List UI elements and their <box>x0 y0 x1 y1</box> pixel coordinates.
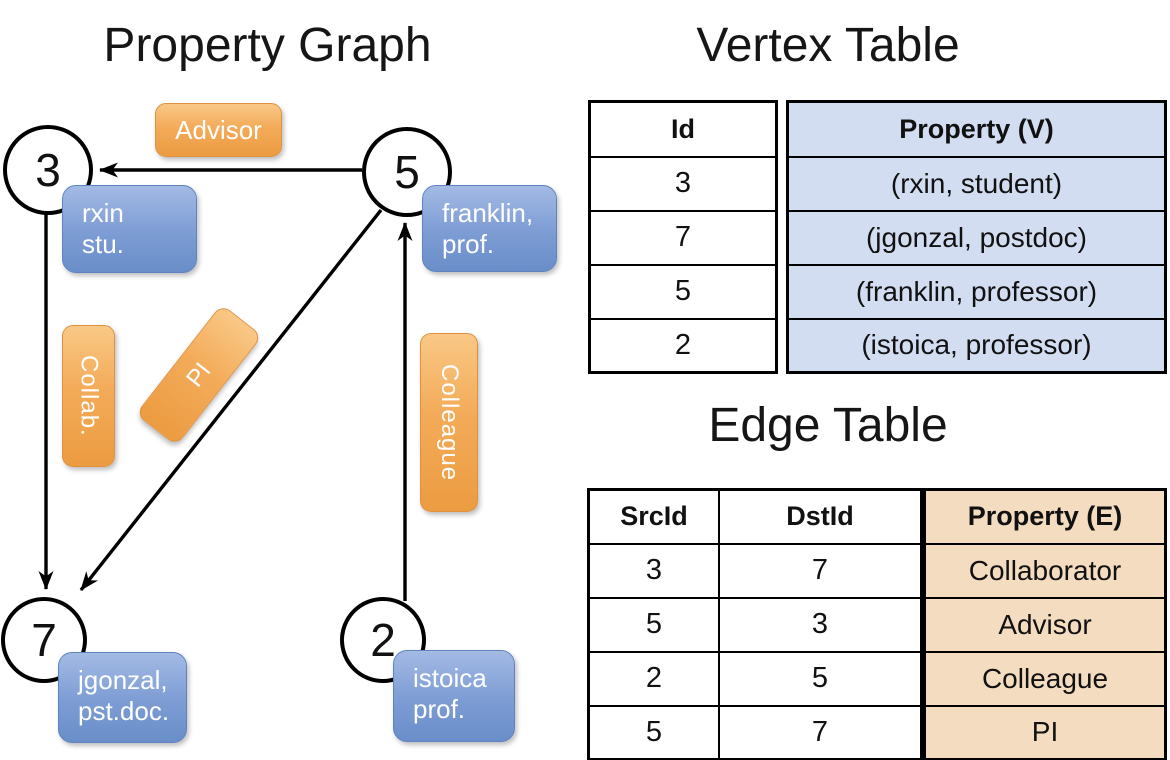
edge-label-colleague: Colleague <box>420 333 478 512</box>
vertex-property-line: istoica <box>413 663 487 693</box>
edge-src-cell: 3 <box>587 542 720 599</box>
vertex-id-cell: 5 <box>588 263 778 320</box>
edge-label-advisor: Advisor <box>155 103 282 157</box>
vertex-id-cell: 7 <box>588 209 778 266</box>
edge-property-cell: PI <box>923 704 1167 760</box>
edge-table-property-column: Property (E) Collaborator Advisor Collea… <box>923 488 1167 760</box>
edge-src-cell: 5 <box>587 596 720 653</box>
edge-dst-cell: 7 <box>718 704 923 760</box>
edge-property-cell: Colleague <box>923 650 1167 707</box>
edge-label-colleague-text: Colleague <box>436 363 463 482</box>
vertex-table-id-header: Id <box>588 100 778 158</box>
edge-table-property-header: Property (E) <box>923 488 1167 545</box>
edge-dst-cell: 7 <box>718 542 923 599</box>
vertex-property-label-jgonzal: jgonzal, pst.doc. <box>58 652 187 743</box>
vertex-table-id-column: Id 3 7 5 2 <box>588 100 778 374</box>
vertex-property-line: stu. <box>82 229 124 259</box>
edge-label-collab: Collab. <box>62 325 115 467</box>
vertex-property-label-franklin: franklin, prof. <box>422 185 557 272</box>
graph-edges-layer <box>38 162 413 601</box>
vertex-property-line: rxin <box>82 198 124 228</box>
vertex-property-label-istoica: istoica prof. <box>393 650 515 742</box>
edge-label-collab-text: Collab. <box>75 355 103 437</box>
vertex-table-title: Vertex Table <box>696 19 960 72</box>
graph-title: Property Graph <box>103 19 432 72</box>
node-id-2: 2 <box>370 614 396 666</box>
edge-table-dst-header: DstId <box>718 488 923 545</box>
node-circle-2: 2 <box>340 597 426 683</box>
node-circle-5: 5 <box>362 127 452 217</box>
node-id-3: 3 <box>35 144 61 196</box>
edge-label-advisor-text: Advisor <box>175 114 262 145</box>
edge-arrow-pi-5-to-7 <box>79 208 383 592</box>
vertex-property-line: prof. <box>413 694 466 724</box>
edge-src-cell: 2 <box>587 650 720 707</box>
edge-table-src-dst-columns: SrcId DstId 3 7 5 3 2 5 5 7 <box>587 488 923 760</box>
edge-src-cell: 5 <box>587 704 720 760</box>
vertex-property-cell: (franklin, professor) <box>786 263 1167 320</box>
vertex-property-line: franklin, <box>442 198 534 228</box>
vertex-property-line: pst.doc. <box>78 696 170 726</box>
vertex-property-line: jgonzal, <box>78 665 168 695</box>
vertex-property-label-rxin: rxin stu. <box>62 185 197 273</box>
node-id-7: 7 <box>31 614 57 666</box>
vertex-property-cell: (jgonzal, postdoc) <box>786 209 1167 266</box>
edge-dst-cell: 3 <box>718 596 923 653</box>
vertex-property-line: prof. <box>442 229 495 259</box>
vertex-property-cell: (istoica, professor) <box>786 317 1167 374</box>
vertex-property-cell: (rxin, student) <box>786 155 1167 212</box>
vertex-id-cell: 3 <box>588 155 778 212</box>
edge-label-pi-text: PI <box>180 357 217 392</box>
edge-property-cell: Advisor <box>923 596 1167 653</box>
node-id-5: 5 <box>394 146 420 198</box>
edge-dst-cell: 5 <box>718 650 923 707</box>
edge-table-title: Edge Table <box>708 399 948 452</box>
vertex-table-property-header: Property (V) <box>786 100 1167 158</box>
vertex-table-property-column: Property (V) (rxin, student) (jgonzal, p… <box>786 100 1167 374</box>
edge-table-src-header: SrcId <box>587 488 720 545</box>
vertex-id-cell: 2 <box>588 317 778 374</box>
edge-property-cell: Collaborator <box>923 542 1167 599</box>
